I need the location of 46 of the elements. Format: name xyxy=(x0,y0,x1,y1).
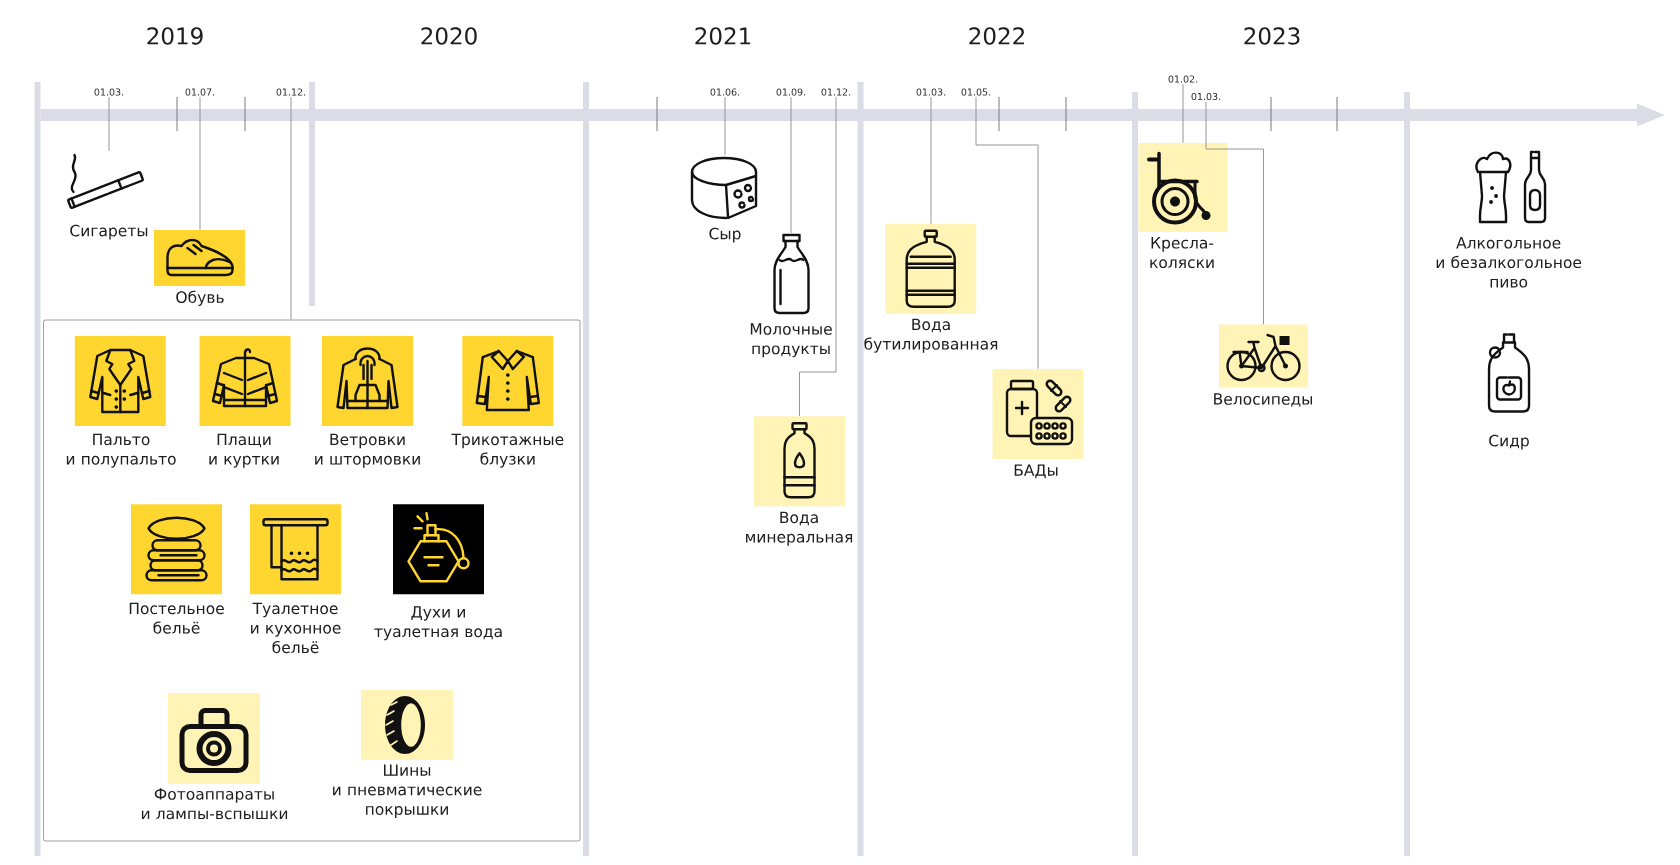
item-label: Туалетное и кухонное бельё xyxy=(251,602,341,654)
item-label: Плащи и куртки xyxy=(209,433,279,468)
item-label: Обувь xyxy=(176,290,224,306)
item-label: Трикотажные блузки xyxy=(451,433,564,468)
leader-line xyxy=(790,96,792,235)
item-label: Сидр xyxy=(1489,434,1529,450)
leader-line xyxy=(799,96,837,417)
item-label: Постельное бельё xyxy=(129,602,224,634)
leader-line xyxy=(1205,101,1264,325)
leader-line xyxy=(975,96,1039,370)
item-label: БАДы xyxy=(1014,464,1058,479)
date-label: 01.03. xyxy=(916,88,946,96)
year-label: 2020 xyxy=(421,27,477,45)
date-label: 01.03. xyxy=(94,88,124,96)
year-label: 2022 xyxy=(969,27,1024,45)
item-label: Шины и пневматические покрышки xyxy=(333,764,482,818)
item-label: Духи и туалетная вода xyxy=(374,606,502,641)
leader-line xyxy=(724,96,726,156)
item-label: Сыр xyxy=(709,227,741,243)
item-label: Фотоаппараты и лампы-вспышки xyxy=(141,788,288,820)
group-box xyxy=(43,319,581,842)
year-label: 2023 xyxy=(1244,27,1300,45)
leader-line xyxy=(290,96,292,320)
item-label: Вода минеральная xyxy=(746,511,853,546)
date-label: 01.02. xyxy=(1168,75,1198,83)
item-label: Алкогольное и безалкогольное пиво xyxy=(1436,237,1582,288)
date-label: 01.06. xyxy=(710,88,740,96)
leader-line xyxy=(1182,83,1184,144)
year-label: 2021 xyxy=(695,27,751,45)
date-label: 01.12. xyxy=(276,88,306,96)
date-label: 01.09. xyxy=(776,88,806,96)
leader-line xyxy=(930,96,932,225)
item-label: Велосипеды xyxy=(1214,393,1312,407)
year-label: 2019 xyxy=(147,27,203,45)
item-label: Вода бутилированная xyxy=(864,318,998,353)
item-label: Сигареты xyxy=(70,224,148,240)
date-label: 01.03. xyxy=(1191,92,1221,101)
item-label: Молочные продукты xyxy=(750,323,832,358)
item-label: Кресла-коляски xyxy=(1150,237,1214,269)
date-label: 01.05. xyxy=(961,88,991,96)
date-label: 01.12. xyxy=(821,88,851,96)
leader-line xyxy=(199,96,201,231)
item-label: Ветровки и штормовки xyxy=(315,433,420,468)
date-label: 01.07. xyxy=(185,88,215,96)
item-label: Пальто и полупальто xyxy=(66,433,176,468)
leader-line xyxy=(108,96,110,152)
